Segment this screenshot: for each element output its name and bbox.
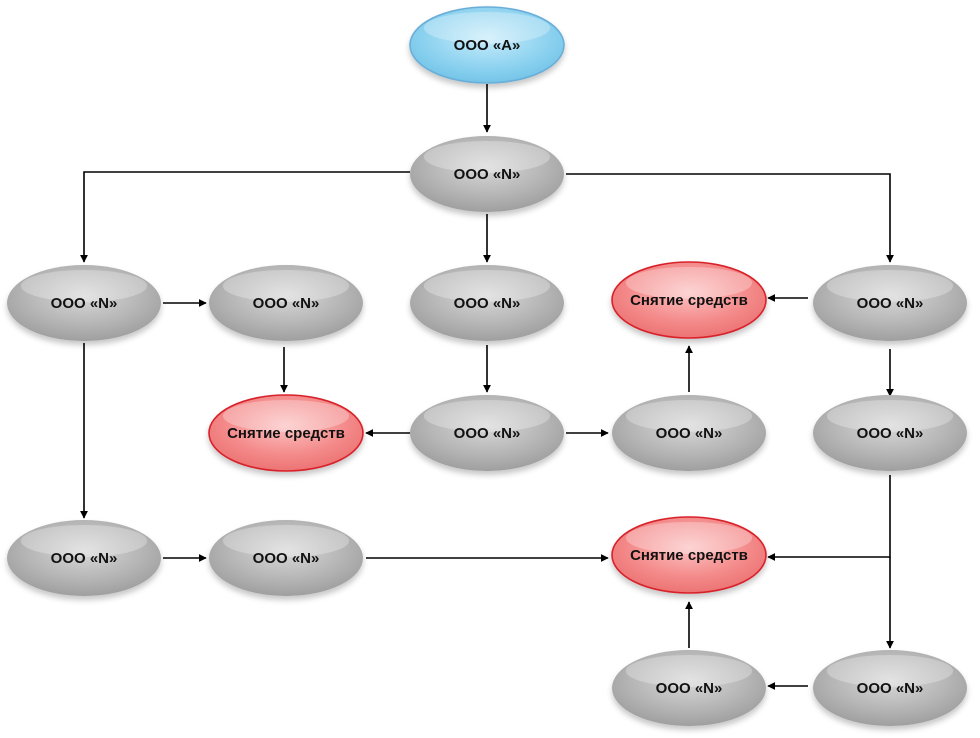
withdrawal-ellipse: [611, 516, 767, 594]
node-n7: ООО «N»: [410, 395, 564, 471]
node-n11: ООО «N»: [209, 520, 363, 596]
gloss-highlight: [423, 11, 551, 44]
gloss-highlight: [625, 399, 753, 432]
node-label: ООО «N»: [857, 295, 924, 312]
node-w2: Снятие средств: [208, 394, 364, 472]
withdrawal-ellipse: [611, 261, 767, 339]
edge-n9-to-w3: [767, 475, 891, 561]
edges: [80, 84, 894, 690]
node-label: Снятие средств: [630, 547, 748, 564]
node-n3: ООО «N»: [209, 265, 363, 341]
node-label: ООО «N»: [454, 295, 521, 312]
gloss-highlight: [20, 269, 148, 302]
node-label: ООО «N»: [51, 550, 118, 567]
node-n5: ООО «N»: [813, 265, 967, 341]
node-w1: Снятие средств: [611, 261, 767, 339]
withdrawal-ellipse: [208, 394, 364, 472]
company-ellipse: [7, 520, 161, 596]
gloss-highlight: [625, 521, 753, 554]
edge-n1-to-n5: [566, 173, 894, 263]
node-label: Снятие средств: [227, 425, 345, 442]
company-ellipse: [410, 265, 564, 341]
gloss-highlight: [222, 269, 350, 302]
gloss-highlight: [423, 399, 551, 432]
nodes: ООО «А» ООО «N» ООО «N» ООО «N» ООО «N» ООО «…: [7, 6, 967, 726]
node-label: Снятие средств: [630, 292, 748, 309]
node-n1: ООО «N»: [410, 136, 564, 212]
gloss-highlight: [625, 654, 753, 687]
node-label: ООО «N»: [857, 680, 924, 697]
company-ellipse: [209, 520, 363, 596]
node-n9: ООО «N»: [813, 395, 967, 471]
company-ellipse: [410, 395, 564, 471]
company-ellipse: [410, 136, 564, 212]
company-ellipse: [612, 395, 766, 471]
gloss-highlight: [826, 269, 954, 302]
company-ellipse: [7, 265, 161, 341]
node-label: ООО «N»: [656, 425, 723, 442]
node-label: ООО «N»: [857, 425, 924, 442]
gloss-highlight: [423, 269, 551, 302]
gloss-highlight: [222, 399, 350, 432]
node-n10: ООО «N»: [7, 520, 161, 596]
edge-n1-to-n2: [80, 171, 410, 263]
node-n4: ООО «N»: [410, 265, 564, 341]
node-n13: ООО «N»: [813, 650, 967, 726]
node-label: ООО «N»: [656, 680, 723, 697]
gloss-highlight: [20, 524, 148, 557]
company-ellipse: [612, 650, 766, 726]
gloss-highlight: [826, 654, 954, 687]
node-label: ООО «N»: [51, 295, 118, 312]
company-ellipse: [813, 650, 967, 726]
node-w3: Снятие средств: [611, 516, 767, 594]
gloss-highlight: [625, 266, 753, 299]
node-n8: ООО «N»: [612, 395, 766, 471]
source-ellipse: [409, 6, 565, 84]
gloss-highlight: [222, 524, 350, 557]
gloss-highlight: [423, 140, 551, 173]
gloss-highlight: [826, 399, 954, 432]
company-ellipse: [813, 395, 967, 471]
node-label: ООО «N»: [454, 166, 521, 183]
node-label: ООО «А»: [454, 37, 521, 54]
node-a: ООО «А»: [409, 6, 565, 84]
node-n2: ООО «N»: [7, 265, 161, 341]
node-label: ООО «N»: [454, 425, 521, 442]
node-label: ООО «N»: [253, 550, 320, 567]
company-ellipse: [209, 265, 363, 341]
node-label: ООО «N»: [253, 295, 320, 312]
node-n12: ООО «N»: [612, 650, 766, 726]
company-ellipse: [813, 265, 967, 341]
